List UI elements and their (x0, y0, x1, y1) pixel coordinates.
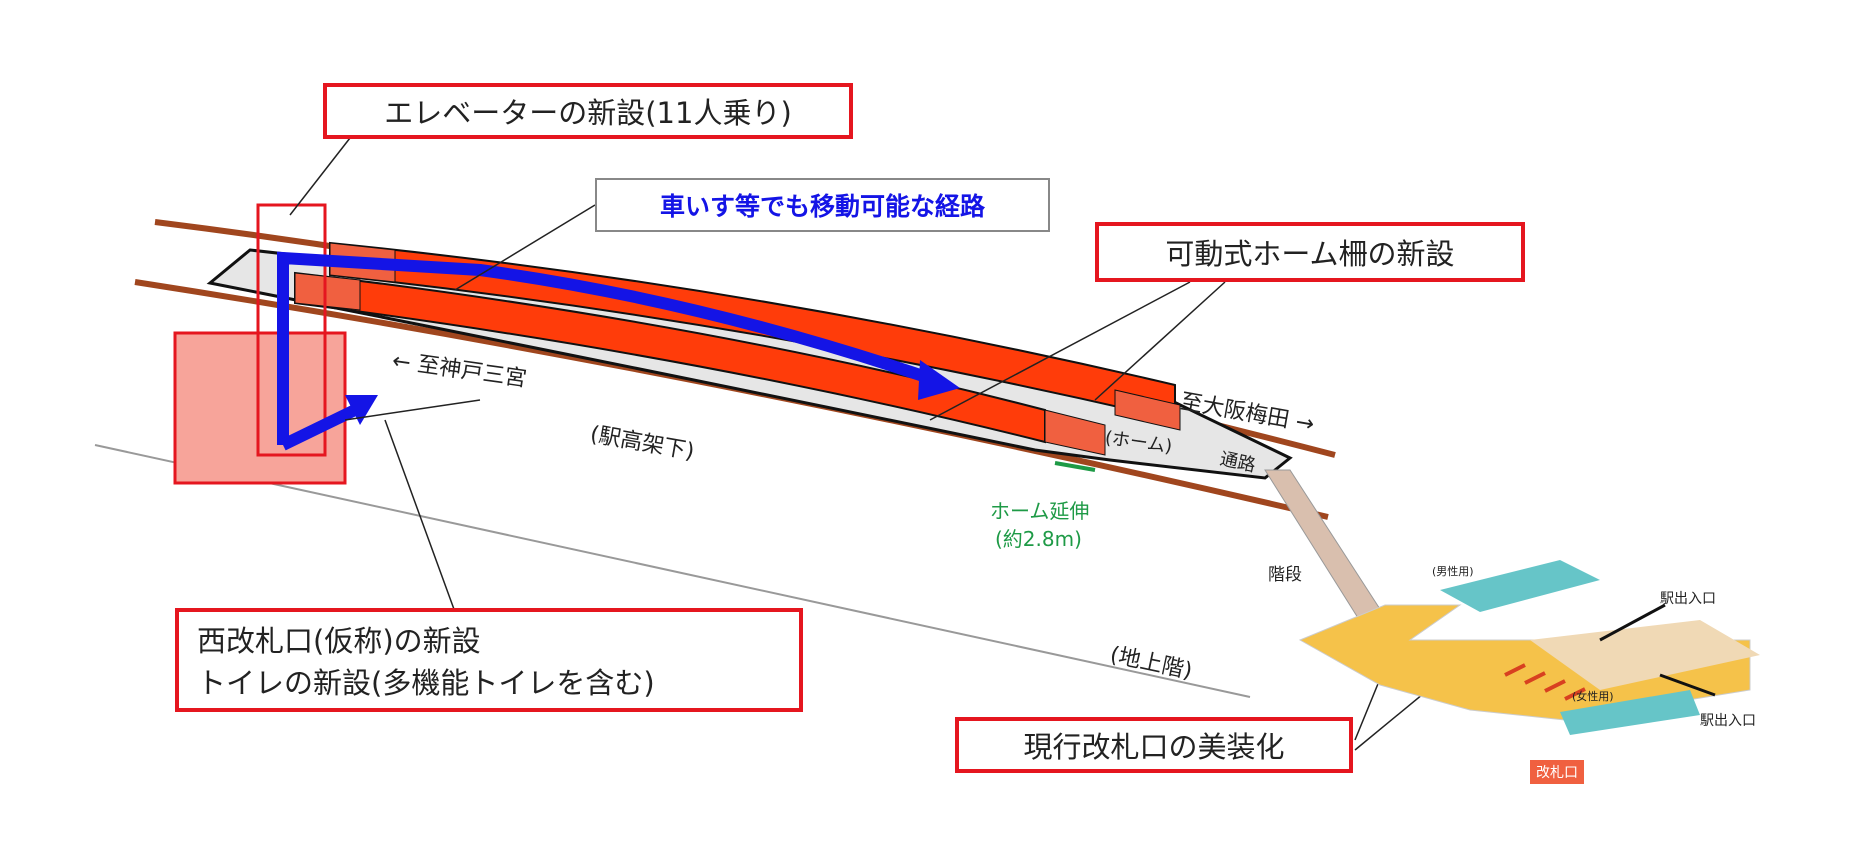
elevator-callout: エレベーターの新設(11人乗り) (323, 83, 853, 139)
west-gate-callout-line2: トイレの新設(多機能トイレを含む) (197, 666, 655, 700)
mens-toilet-label: (男性用) (1432, 565, 1474, 578)
route-callout: 車いす等でも移動可能な経路 (595, 178, 1050, 232)
womens-toilet (1560, 690, 1700, 735)
leader-lines (289, 137, 1441, 751)
west-gate-block (173, 331, 347, 485)
extension-arrow (1054, 461, 1096, 472)
fence-extension-lower-left (294, 272, 361, 311)
platform-gate-callout-text: 可動式ホーム柵の新設 (1165, 237, 1455, 271)
accessible-route-arrow (277, 251, 937, 445)
stairs-label: 階段 (1268, 565, 1302, 585)
extension-length-label: (約2.8m) (995, 527, 1082, 551)
extension-label: ホーム延伸 (990, 499, 1090, 523)
exit-arrows (1599, 603, 1716, 697)
route-arrowhead-2 (345, 395, 378, 425)
elevator-callout-text: エレベーターの新設(11人乗り) (384, 96, 792, 130)
fence-extension-upper (1114, 389, 1181, 431)
current-gate-callout-text: 現行改札口の美装化 (1023, 730, 1285, 764)
concourse-floor (1298, 604, 1751, 721)
concourse-right (1530, 620, 1760, 690)
exit-label-1: 駅出入口 (1660, 591, 1716, 607)
exit-label-2: 駅出入口 (1700, 713, 1756, 729)
current-gate-callout: 現行改札口の美装化 (955, 717, 1353, 773)
west-gate-callout-line1: 西改札口(仮称)の新設 (197, 624, 481, 658)
mens-toilet (1440, 560, 1600, 612)
fence-extension-lower (1044, 409, 1106, 456)
route-callout-text: 車いす等でも移動可能な経路 (659, 192, 985, 221)
womens-toilet-label: (女性用) (1572, 690, 1614, 703)
west-gate-callout: 西改札口(仮称)の新設 トイレの新設(多機能トイレを含む) (175, 608, 803, 712)
ticket-gates (1504, 663, 1586, 701)
ticket-gate-label: 改札口 (1530, 760, 1584, 784)
elevator-shaft (256, 203, 327, 457)
platform-gate-callout: 可動式ホーム柵の新設 (1095, 222, 1525, 282)
route-arrow-diagonal (280, 404, 358, 451)
route-arrowhead (918, 360, 960, 400)
ground-line (94, 444, 1251, 698)
